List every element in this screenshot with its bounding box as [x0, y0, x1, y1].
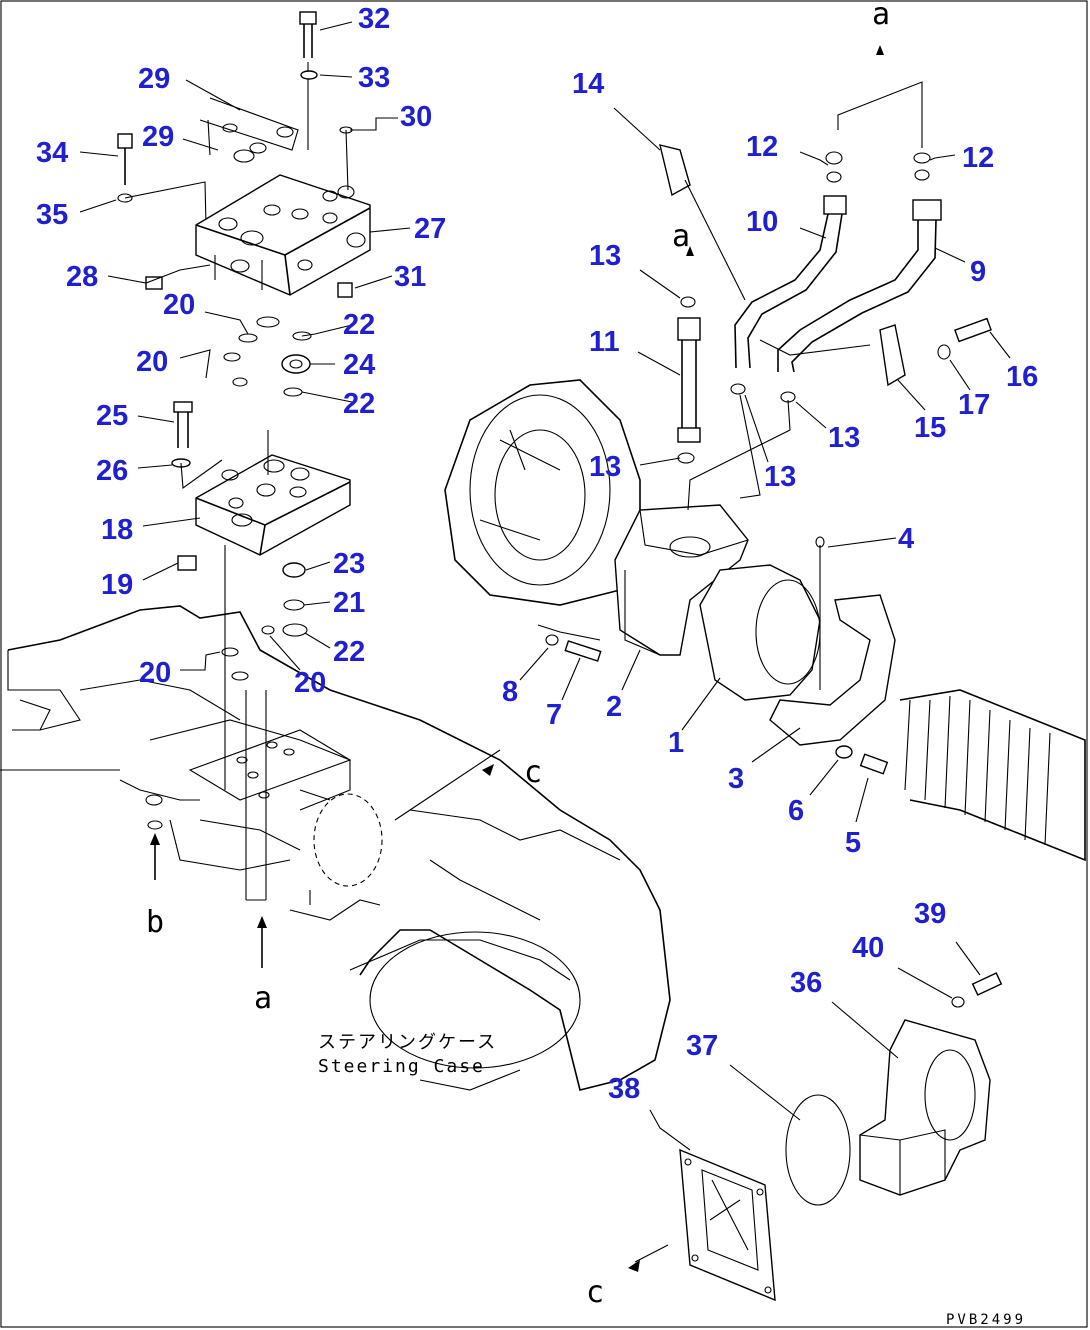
- callout-36: 36: [790, 967, 822, 999]
- callout-33: 33: [358, 62, 390, 94]
- callout-7: 7: [546, 699, 562, 731]
- callout-28: 28: [66, 261, 98, 293]
- callout-29-b: 29: [142, 121, 174, 153]
- callout-38: 38: [608, 1073, 640, 1105]
- callout-13-c: 13: [764, 461, 796, 493]
- callout-6: 6: [788, 795, 804, 827]
- callout-1: 1: [668, 727, 684, 759]
- ref-mark-c-flange: c: [586, 1275, 604, 1310]
- callout-16: 16: [1006, 361, 1038, 393]
- drive-shaft: [899, 689, 1086, 862]
- callout-9: 9: [970, 256, 986, 288]
- callout-24: 24: [343, 349, 375, 381]
- callout-20-a: 20: [163, 289, 195, 321]
- ref-mark-c-case: c: [524, 755, 542, 790]
- ref-mark-b: b: [146, 905, 164, 940]
- callout-22-a: 22: [343, 309, 375, 341]
- callout-8: 8: [502, 676, 518, 708]
- callout-11: 11: [589, 326, 620, 358]
- callout-30: 30: [400, 101, 432, 133]
- fastener-7-8: [537, 624, 602, 662]
- callout-5: 5: [845, 827, 861, 859]
- adapter-36: [859, 972, 1003, 1196]
- callout-26: 26: [96, 455, 128, 487]
- valve-assembly-upper: [117, 11, 371, 397]
- callout-20-b: 20: [136, 346, 168, 378]
- callout-2: 2: [606, 691, 622, 723]
- callout-39: 39: [914, 898, 946, 930]
- gasket-37: [785, 1094, 851, 1206]
- callout-12-a: 12: [746, 131, 778, 163]
- callout-23: 23: [333, 548, 365, 580]
- ref-mark-a-pipe: a: [672, 219, 690, 254]
- callout-10: 10: [746, 206, 778, 238]
- callout-32: 32: [358, 3, 390, 35]
- leader-lines: [79, 21, 1011, 1272]
- hose-assembly: [659, 81, 992, 511]
- callout-40: 40: [852, 932, 884, 964]
- callout-3: 3: [728, 763, 744, 795]
- drawing-code: PVB2499: [946, 1312, 1026, 1328]
- case-label-english: Steering Case: [318, 1056, 485, 1077]
- callout-14: 14: [572, 68, 604, 100]
- coupling-flange-38: [679, 1148, 776, 1302]
- callout-20-d: 20: [294, 667, 326, 699]
- flywheel-housing: [444, 379, 641, 606]
- callout-22-c: 22: [333, 636, 365, 668]
- callout-31: 31: [394, 261, 426, 293]
- reference-marks: a a b c c a: [146, 0, 890, 1310]
- callout-15: 15: [914, 412, 946, 444]
- callout-17: 17: [958, 389, 990, 421]
- callout-12-b: 12: [962, 142, 994, 174]
- callout-13-a: 13: [589, 240, 621, 272]
- filter-bracket: [769, 536, 896, 775]
- callout-27: 27: [414, 213, 446, 245]
- ref-mark-a-bottom: a: [254, 981, 272, 1016]
- callout-4: 4: [898, 523, 914, 555]
- callout-19: 19: [101, 569, 133, 601]
- filter-element: [699, 564, 821, 701]
- callout-34: 34: [36, 137, 68, 169]
- callout-18: 18: [101, 514, 133, 546]
- callout-13-b: 13: [589, 451, 621, 483]
- callout-37: 37: [686, 1030, 718, 1062]
- callout-22-b: 22: [343, 388, 375, 420]
- callout-21: 21: [333, 587, 365, 619]
- ref-mark-a-top: a: [872, 0, 890, 32]
- callout-35: 35: [36, 199, 68, 231]
- callout-25: 25: [96, 400, 128, 432]
- case-label-japanese: ステアリングケース: [318, 1032, 497, 1053]
- valve-assembly-lower: [171, 401, 351, 901]
- callout-20-c: 20: [139, 657, 171, 689]
- callout-13-d: 13: [828, 422, 860, 454]
- steering-case: [0, 605, 671, 1091]
- callout-29-a: 29: [138, 63, 170, 95]
- callout-labels: 32 33 30 29 29 34 35 27 28 31 20 22 20 2…: [36, 3, 1038, 1105]
